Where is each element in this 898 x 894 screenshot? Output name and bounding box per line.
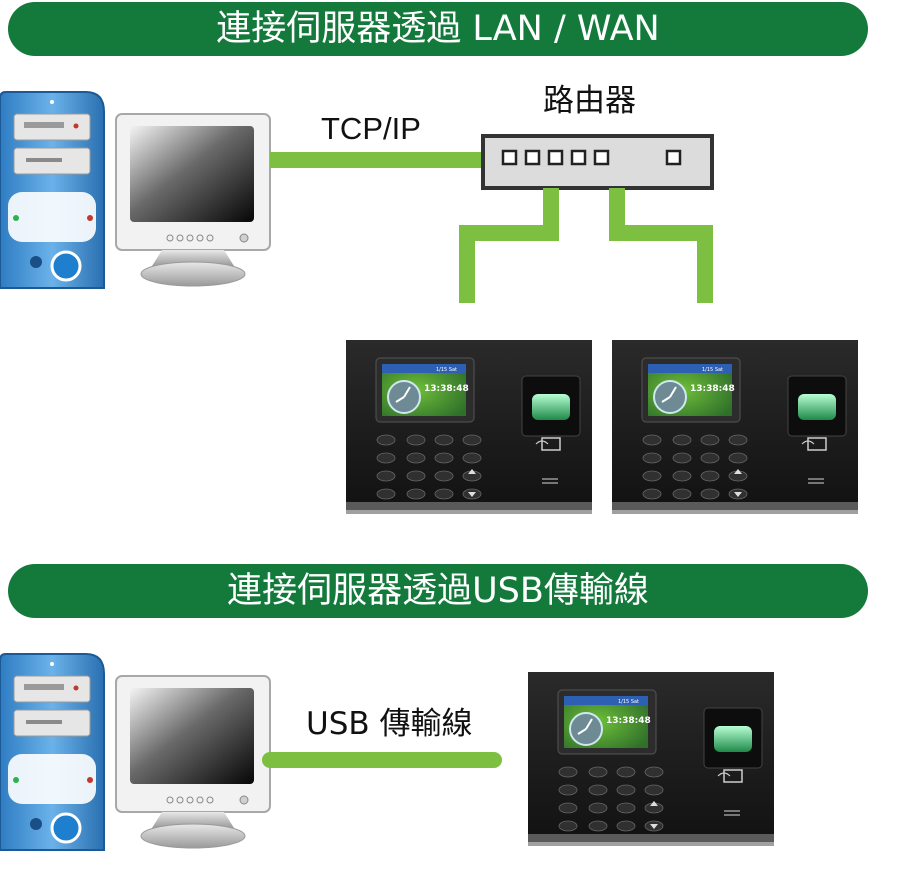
tcp-ip-cable (270, 152, 486, 168)
lan-cable-left (459, 188, 559, 303)
router-label: 路由器 (543, 83, 636, 119)
lan-crt-monitor-icon (115, 113, 271, 287)
usb-section-banner: 連接伺服器透過USB傳輸線 (8, 564, 868, 618)
network-router-icon (481, 134, 714, 190)
lan-section-banner: 連接伺服器透過 LAN / WAN (8, 2, 868, 56)
lan-computer-tower-icon (0, 90, 106, 290)
fingerprint-terminal-icon-1 (345, 339, 593, 515)
usb-cable-label: USB 傳輸線 (306, 706, 473, 742)
fingerprint-terminal-icon-2 (611, 339, 859, 515)
usb-crt-monitor-icon (115, 675, 271, 849)
tcp-ip-label: TCP/IP (321, 111, 421, 146)
lan-cable-right (609, 188, 713, 303)
usb-computer-tower-icon (0, 652, 106, 852)
fingerprint-terminal-icon-usb (527, 671, 775, 847)
